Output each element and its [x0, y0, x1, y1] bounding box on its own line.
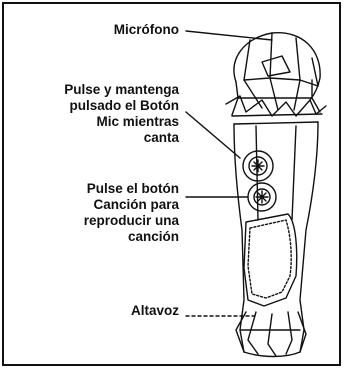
mic-button-label: Pulse y mantenga pulsado el Botón Mic mi…	[64, 82, 179, 146]
mic-button-label-line-3: Mic mientras	[64, 114, 179, 130]
song-button-label-line-2: Canción para	[84, 197, 179, 213]
song-button-label-line-1: Pulse el botón	[84, 181, 179, 197]
microphone-leader-line	[186, 31, 272, 40]
mic-button-label-line-2: pulsado el Botón	[64, 98, 179, 114]
speaker-label-text: Altavoz	[131, 303, 179, 319]
song-button-label: Pulse el botón Canción para reproducir u…	[84, 181, 179, 245]
song-button-label-line-4: canción	[84, 229, 179, 245]
mic-button-label-line-1: Pulse y mantenga	[64, 82, 179, 98]
song-button-label-line-3: reproducir una	[84, 213, 179, 229]
speaker-base	[236, 312, 306, 356]
speaker-label: Altavoz	[131, 303, 179, 319]
grip-panel	[244, 214, 297, 306]
mic-button-leader-line	[186, 112, 240, 158]
microphone-label: Micrófono	[114, 22, 179, 38]
mic-button	[243, 151, 273, 181]
song-button	[248, 183, 276, 211]
mic-button-label-line-4: canta	[64, 130, 179, 146]
microphone-label-text: Micrófono	[114, 22, 179, 38]
